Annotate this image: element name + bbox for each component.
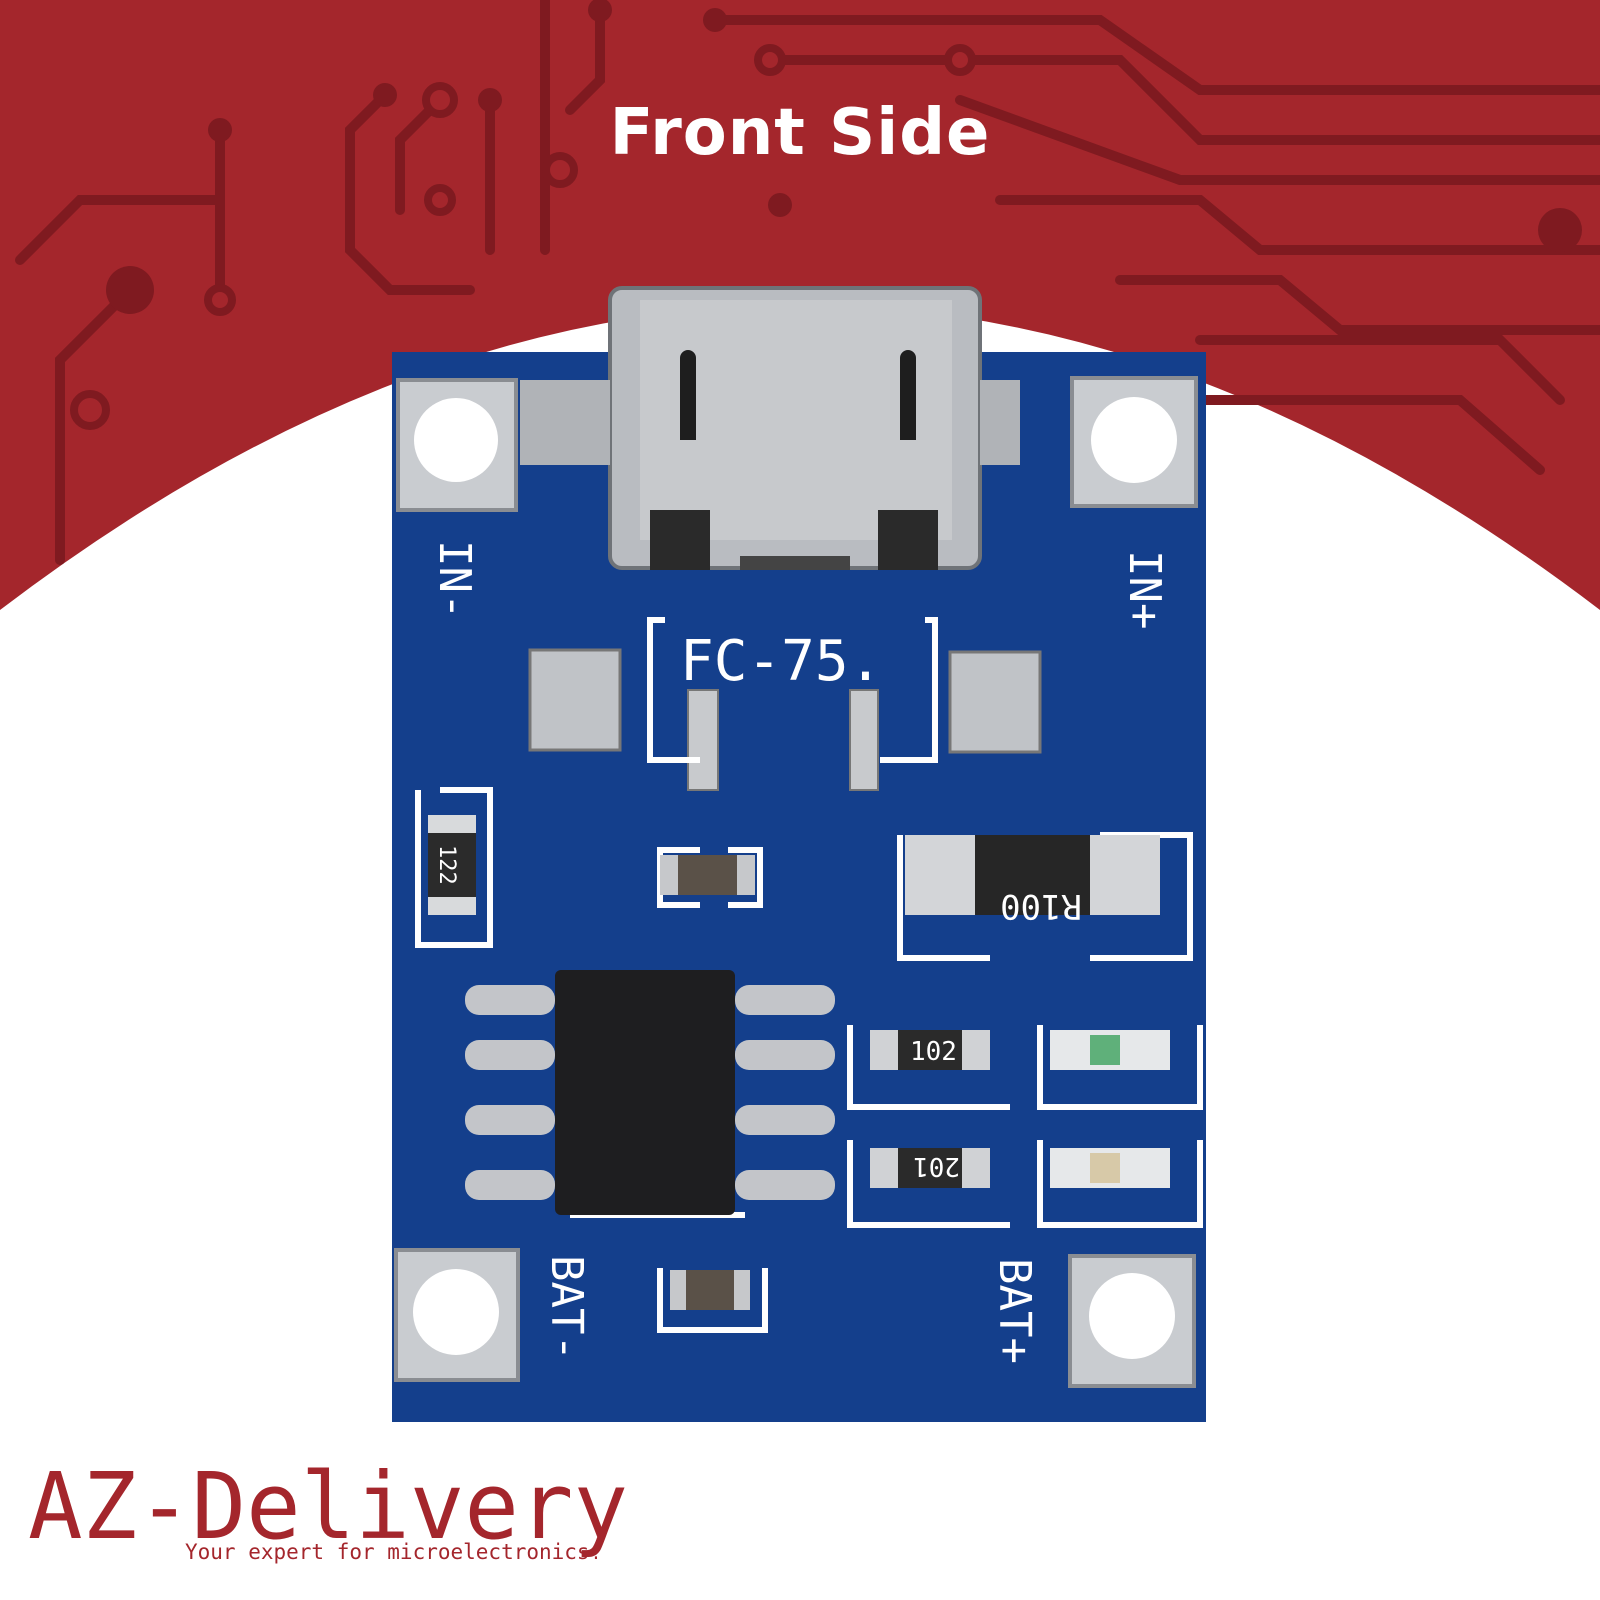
label-in-minus: IN- — [429, 540, 480, 619]
resistor-r100-label: R100 — [1000, 886, 1082, 926]
label-bat-minus: BAT- — [541, 1255, 592, 1361]
resistor-102-label: 102 — [910, 1037, 957, 1067]
circuit-nodes — [106, 0, 1582, 314]
charger-ic — [465, 970, 835, 1215]
resistor-201-label: 201 — [913, 1151, 960, 1181]
solder-pad — [528, 648, 622, 752]
label-in-plus: IN+ — [1119, 550, 1170, 629]
logo-wordmark: AZ-Delivery — [28, 1460, 628, 1560]
resistor-122-label: 122 — [434, 845, 459, 885]
usb-marking: FC-75. — [680, 629, 882, 694]
label-bat-plus: BAT+ — [989, 1258, 1040, 1364]
usb-connector — [520, 286, 1020, 570]
mounting-holes — [394, 376, 1198, 1388]
az-delivery-logo: AZ-Delivery — [28, 1460, 628, 1560]
smd-components — [428, 815, 1170, 1310]
solder-pad — [948, 650, 1042, 754]
page-title: Front Side — [609, 96, 991, 170]
brand-tagline: Your expert for microelectronics! — [185, 1540, 603, 1564]
